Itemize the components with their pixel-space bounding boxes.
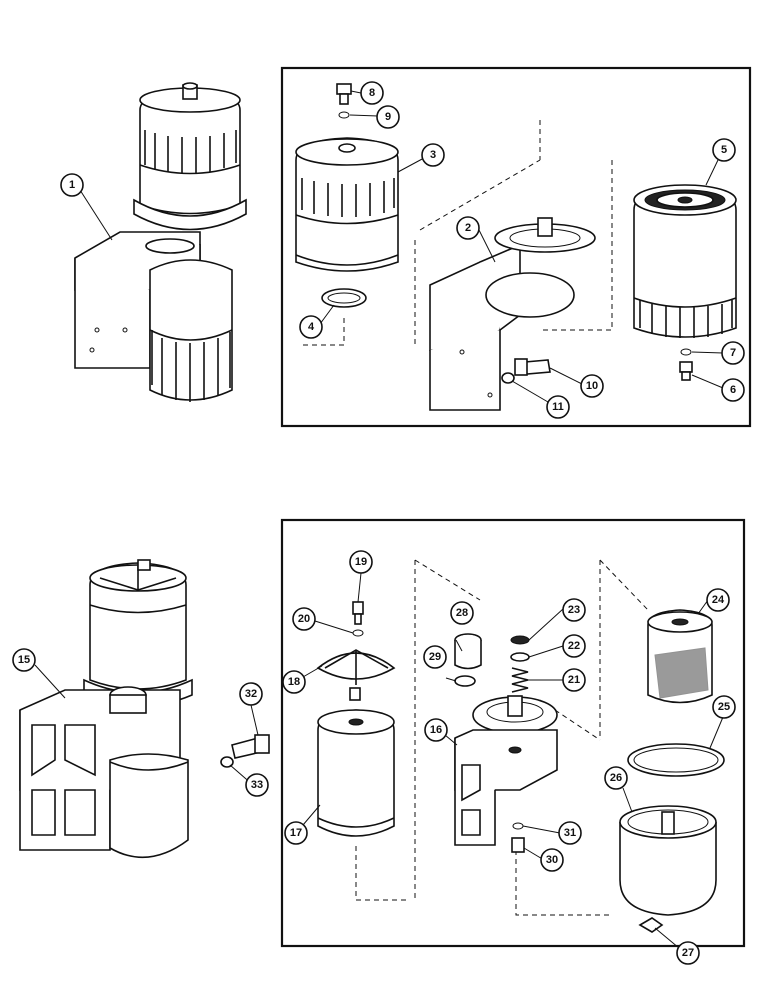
callout-3: 3	[421, 143, 445, 167]
svg-text:18: 18	[288, 676, 300, 688]
bottom-exploded-panel	[280, 518, 746, 948]
callout-16: 16	[424, 718, 448, 742]
callout-31: 31	[558, 821, 582, 845]
top-exploded-parts	[295, 83, 737, 411]
bolt-and-washer	[220, 734, 270, 768]
callout-2: 2	[456, 216, 480, 240]
svg-text:17: 17	[290, 827, 302, 839]
callout-28: 28	[450, 601, 474, 625]
svg-text:30: 30	[546, 854, 558, 866]
svg-text:31: 31	[564, 827, 576, 839]
callout-24: 24	[706, 588, 730, 612]
svg-text:8: 8	[369, 87, 375, 99]
svg-text:10: 10	[586, 380, 598, 392]
svg-text:26: 26	[610, 772, 622, 784]
callout-26: 26	[604, 766, 628, 790]
svg-text:11: 11	[552, 401, 564, 413]
svg-text:2: 2	[465, 222, 471, 234]
top-exploded-panel	[280, 66, 752, 428]
callout-11: 11	[546, 395, 570, 419]
svg-text:16: 16	[430, 724, 442, 736]
callout-4: 4	[299, 315, 323, 339]
svg-text:3: 3	[430, 149, 436, 161]
callout-8: 8	[360, 81, 384, 105]
svg-text:25: 25	[718, 701, 730, 713]
svg-text:4: 4	[308, 321, 315, 333]
leader-lines	[229, 90, 724, 949]
callout-32: 32	[239, 682, 263, 706]
svg-text:28: 28	[456, 607, 468, 619]
assembled-bowl-filter	[19, 559, 193, 859]
svg-text:7: 7	[730, 347, 736, 359]
svg-text:21: 21	[568, 674, 580, 686]
svg-text:24: 24	[712, 594, 725, 606]
svg-text:32: 32	[245, 688, 257, 700]
callout-5: 5	[712, 138, 736, 162]
callout-labels: 1 2 3 4 5 6 7 8 9 10 11 15 16 17 18 19 2…	[12, 81, 745, 965]
callout-21: 21	[562, 668, 586, 692]
callout-18: 18	[282, 670, 306, 694]
callout-33: 33	[245, 773, 269, 797]
callout-29: 29	[423, 645, 447, 669]
svg-text:19: 19	[355, 556, 367, 568]
callout-23: 23	[562, 598, 586, 622]
callout-7: 7	[721, 341, 745, 365]
svg-text:9: 9	[385, 111, 391, 123]
svg-text:27: 27	[682, 947, 694, 959]
callout-19: 19	[349, 550, 373, 574]
svg-text:6: 6	[730, 384, 736, 396]
assembled-spin-on-filter	[74, 82, 247, 402]
svg-text:33: 33	[251, 779, 263, 791]
svg-text:5: 5	[721, 144, 727, 156]
callout-17: 17	[284, 821, 308, 845]
svg-text:22: 22	[568, 640, 580, 652]
callout-30: 30	[540, 848, 564, 872]
callout-6: 6	[721, 378, 745, 402]
svg-text:20: 20	[298, 613, 310, 625]
callout-9: 9	[376, 105, 400, 129]
svg-text:1: 1	[69, 179, 75, 191]
callout-20: 20	[292, 607, 316, 631]
callout-22: 22	[562, 634, 586, 658]
callout-15: 15	[12, 648, 36, 672]
svg-text:23: 23	[568, 604, 580, 616]
svg-text:15: 15	[18, 654, 30, 666]
svg-text:29: 29	[429, 651, 441, 663]
callout-25: 25	[712, 695, 736, 719]
callout-27: 27	[676, 941, 700, 965]
callout-10: 10	[580, 374, 604, 398]
callout-1: 1	[60, 173, 84, 197]
bottom-exploded-parts	[316, 559, 725, 933]
